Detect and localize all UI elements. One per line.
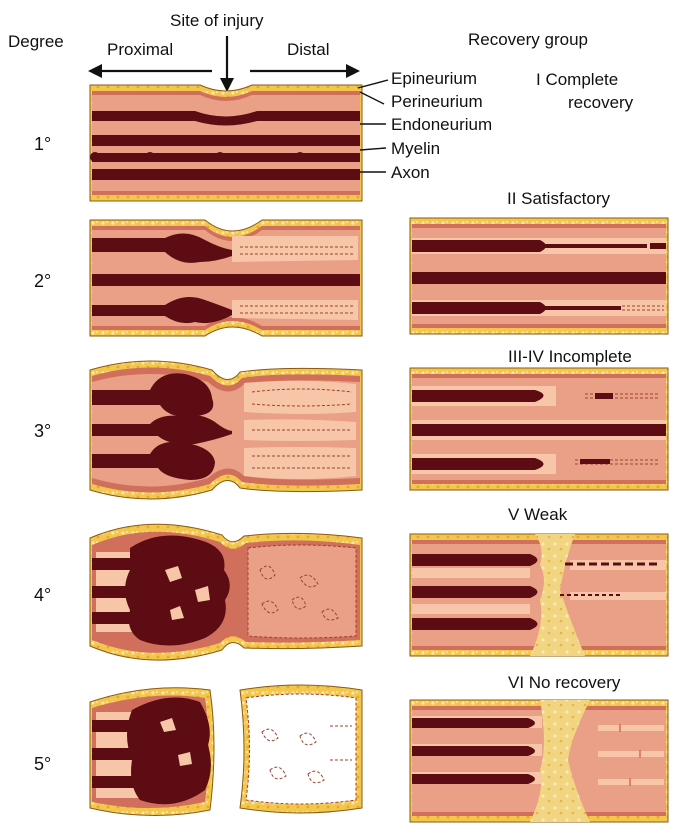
recovery-nerve-ii [410,218,668,334]
nerve-degree-4 [90,524,362,660]
degree-label-2: 2° [34,271,51,291]
label-epineurium: Epineurium [391,69,477,88]
recovery-label-no-recovery: VI No recovery [508,673,621,692]
nerve-degree-1 [90,85,362,201]
axon-1b [92,135,360,146]
label-axon: Axon [391,163,430,182]
degree-label-3: 3° [34,421,51,441]
nerve-degree-3 [90,361,362,499]
recovery-label-incomplete: III-IV Incomplete [508,347,632,366]
distal-arrow [250,64,360,78]
label-myelin: Myelin [391,139,440,158]
nerve-degree-2 [90,220,362,336]
recovery-label-complete: I Complete [536,70,618,89]
recovery-label-complete-2: recovery [568,93,634,112]
recovery-nerve-v [410,534,668,656]
site-of-injury-arrow [220,36,234,92]
axon-1c [92,153,360,162]
degree-label-1: 1° [34,134,51,154]
recovery-label-weak: V Weak [508,505,568,524]
distal-label: Distal [287,40,330,59]
recovery-label-satisfactory: II Satisfactory [507,189,610,208]
recovery-nerve-vi [410,700,668,822]
proximal-arrow [88,64,212,78]
nerve-degree-5 [90,685,362,816]
label-perineurium: Perineurium [391,92,483,111]
degree-header: Degree [8,32,64,51]
label-endoneurium: Endoneurium [391,115,492,134]
proximal-label: Proximal [107,40,173,59]
recovery-nerve-iii-iv [410,368,668,490]
degree-label-5: 5° [34,754,51,774]
site-of-injury-label: Site of injury [170,11,264,30]
degree-label-4: 4° [34,585,51,605]
recovery-group-header: Recovery group [468,30,588,49]
